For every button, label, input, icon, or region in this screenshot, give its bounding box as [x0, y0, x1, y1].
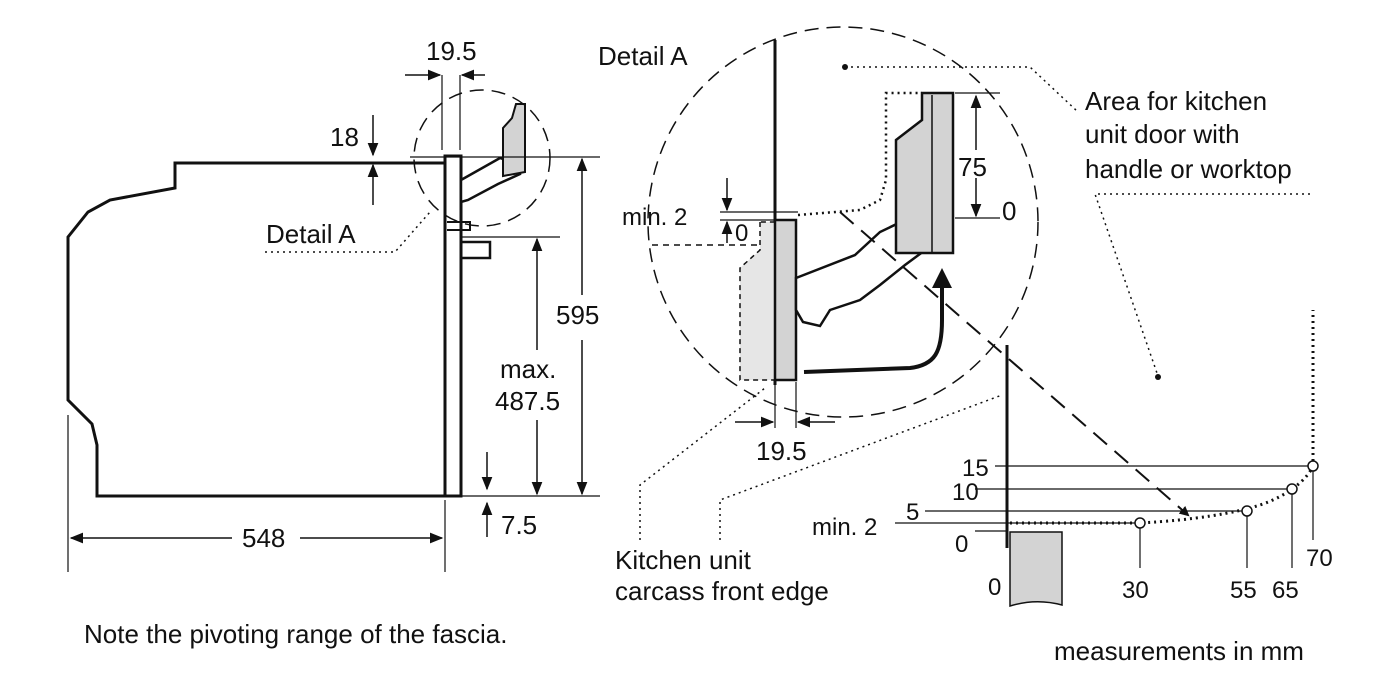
label-min-2-detail: min. 2	[622, 204, 687, 231]
x-label-55: 55	[1230, 577, 1257, 604]
dim-19-5-top: 19.5	[426, 36, 477, 66]
oven-control-knob	[461, 240, 492, 260]
detail-raised-fascia	[894, 91, 955, 255]
detail-a-title: Detail A	[598, 41, 688, 71]
dim-max-label: max.	[500, 354, 556, 384]
dim-548: 548	[242, 523, 285, 553]
graph-point-55	[1241, 505, 1253, 517]
oven-fascia-panel	[443, 154, 463, 498]
dim-19-5-detail: 19.5	[756, 436, 807, 466]
graph-carcass-block	[1009, 531, 1063, 608]
area-label-line-1: Area for kitchen	[1085, 86, 1267, 116]
dim-595: 595	[556, 300, 599, 330]
graph-point-30	[1134, 517, 1146, 529]
units-text: measurements in mm	[1054, 636, 1304, 666]
detail-a-circle-small	[413, 89, 551, 227]
dim-zero-right: 0	[1002, 196, 1016, 226]
detail-to-graph-arrow	[839, 211, 1190, 517]
carcass-edge-section	[739, 221, 776, 381]
fascia-raised-panel	[502, 103, 526, 178]
detail-a-labels: Detail A min. 2 0 75 0 19.5 Area for kit…	[598, 41, 1292, 466]
left-view-labels: 19.5 18 Detail A 595 max. 487.5 7.5 548	[242, 36, 599, 553]
dim-7-5: 7.5	[501, 510, 537, 540]
x-label-70: 70	[1306, 545, 1333, 572]
note-text: Note the pivoting range of the fascia.	[84, 619, 508, 649]
area-label-line-3: handle or worktop	[1085, 154, 1292, 184]
pivot-range-curve	[1010, 310, 1315, 525]
y-label-5: 5	[906, 499, 919, 526]
dim-75: 75	[958, 152, 987, 182]
carcass-label-line-1: Kitchen unit	[615, 545, 752, 575]
captions: Kitchen unit carcass front edge Note the…	[84, 545, 1304, 666]
y-label-15: 15	[962, 455, 989, 482]
pivot-range-graph	[895, 310, 1319, 608]
detail-a-circle-large	[647, 26, 1039, 418]
x-label-30: 30	[1122, 577, 1149, 604]
oven-door-gap	[447, 221, 471, 231]
oven-side-view	[66, 69, 600, 572]
area-label-line-2: unit door with	[1085, 119, 1240, 149]
graph-point-70	[1307, 460, 1319, 472]
dim-18: 18	[330, 122, 359, 152]
x-label-65: 65	[1272, 577, 1299, 604]
label-zero-detail: 0	[735, 220, 748, 247]
carcass-label-line-2: carcass front edge	[615, 576, 829, 606]
detail-fascia-panel	[773, 218, 798, 382]
y-label-min2: min. 2	[812, 514, 877, 541]
detail-a-view	[639, 26, 1310, 540]
graph-point-65	[1286, 483, 1298, 495]
x-label-0: 0	[988, 574, 1001, 601]
oven-body-outline	[66, 161, 447, 498]
detail-a-label-left: Detail A	[266, 219, 356, 249]
y-label-10: 10	[952, 479, 979, 506]
pivot-motion-arrow	[803, 268, 952, 374]
dim-max-value: 487.5	[495, 386, 560, 416]
y-label-0: 0	[955, 531, 968, 558]
graph-labels: 15 10 5 min. 2 0 0 30 55 65 70	[812, 455, 1333, 604]
